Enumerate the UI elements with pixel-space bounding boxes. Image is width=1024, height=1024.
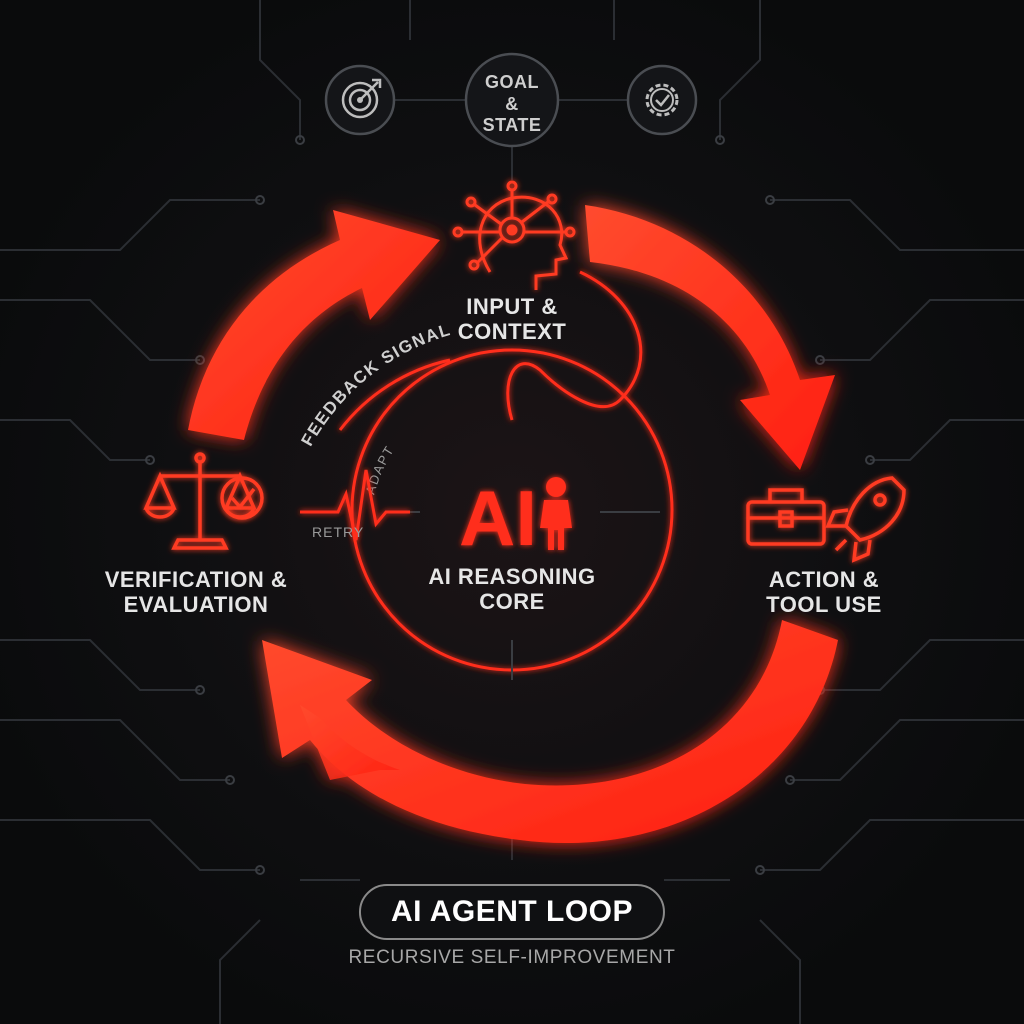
verification-label: VERIFICATION & EVALUATION — [66, 567, 326, 618]
verification-line-1: VERIFICATION & — [104, 567, 288, 592]
scales-icon — [143, 452, 257, 550]
pulse-icon — [300, 469, 410, 541]
check-circle-icon — [220, 476, 264, 520]
feedback-arc — [338, 358, 451, 431]
arrow-action-to-verification — [262, 620, 838, 844]
input-line-1: INPUT & — [466, 294, 558, 319]
arrow-verification-to-input — [188, 210, 440, 440]
person-icon — [540, 477, 572, 550]
retry-label: RETRY — [312, 524, 365, 540]
goal-state-label: GOAL & STATE — [467, 72, 557, 137]
goal-line-2: & — [505, 93, 519, 114]
head-network-icon — [452, 180, 576, 290]
toolbox-icon — [746, 488, 826, 546]
core-line-1: AI REASONING — [428, 564, 596, 589]
title-pill: AI AGENT LOOP — [358, 884, 666, 940]
action-tool-label: ACTION & TOOL USE — [724, 567, 924, 618]
input-context-label: INPUT & CONTEXT — [412, 294, 612, 345]
gear-check-icon — [626, 64, 698, 136]
core-line-2: CORE — [479, 589, 545, 615]
page-title: AI AGENT LOOP — [390, 895, 634, 928]
rocket-icon — [825, 476, 906, 563]
input-line-2: CONTEXT — [457, 319, 567, 345]
input-connector — [506, 270, 643, 421]
reasoning-core-label: AI REASONING CORE — [402, 564, 622, 615]
ai-logo: AI — [459, 474, 537, 562]
target-icon — [324, 64, 396, 136]
arrow-inner-return — [300, 705, 400, 780]
goal-line-1: GOAL — [485, 72, 539, 92]
goal-state-node — [464, 52, 560, 148]
verification-line-2: EVALUATION — [123, 592, 269, 618]
ai-logo-text: AI — [459, 474, 537, 562]
action-line-2: TOOL USE — [766, 592, 882, 618]
arrow-input-to-action — [585, 205, 835, 470]
loop-arrows — [188, 205, 838, 844]
circuit-nodes — [145, 135, 875, 875]
goal-line-3: STATE — [482, 115, 542, 136]
page-subtitle: RECURSIVE SELF-IMPROVEMENT — [348, 947, 676, 968]
action-line-1: ACTION & — [768, 567, 880, 592]
